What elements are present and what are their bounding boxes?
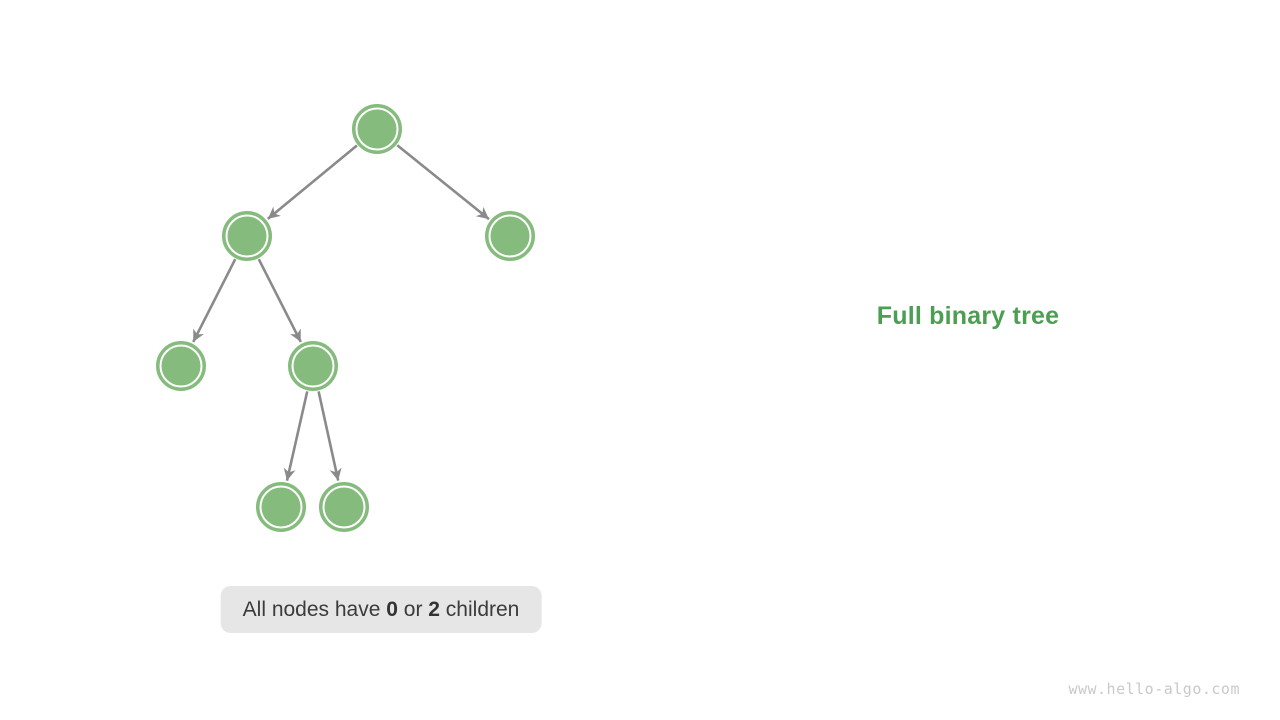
node-circle xyxy=(352,104,402,154)
tree-edge-root-r xyxy=(396,144,490,221)
node-circle xyxy=(156,341,206,391)
caption-text-2: or xyxy=(397,598,429,621)
tree-edge-lr-lrr xyxy=(317,391,342,481)
node-inner-ring xyxy=(291,344,335,388)
node-circle xyxy=(319,482,369,532)
node-inner-ring xyxy=(259,485,303,529)
node-inner-ring xyxy=(488,214,532,258)
node-inner-ring xyxy=(355,107,399,151)
tree-node-lrr xyxy=(319,482,369,532)
node-circle xyxy=(222,211,272,261)
node-circle xyxy=(485,211,535,261)
tree-edge-l-lr xyxy=(257,258,302,343)
caption-text-1: All nodes have xyxy=(242,598,387,621)
tree-node-r xyxy=(485,211,535,261)
tree-node-lrl xyxy=(256,482,306,532)
tree-node-root xyxy=(352,104,402,154)
node-circle xyxy=(288,341,338,391)
node-inner-ring xyxy=(225,214,269,258)
node-inner-ring xyxy=(322,485,366,529)
caption-bold-2: 2 xyxy=(428,598,440,621)
tree-edge-lr-lrl xyxy=(283,391,309,481)
tree-edge-l-ll xyxy=(192,258,237,343)
tree-node-lr xyxy=(288,341,338,391)
node-inner-ring xyxy=(159,344,203,388)
tree-edge-root-l xyxy=(267,144,358,220)
diagram-title: Full binary tree xyxy=(876,302,1060,330)
caption-text-3: children xyxy=(439,598,520,621)
watermark-url: www.hello-algo.com xyxy=(1068,680,1240,698)
caption-bold-0: 0 xyxy=(386,598,398,621)
tree-node-l xyxy=(222,211,272,261)
node-circle xyxy=(256,482,306,532)
caption-box: All nodes have 0 or 2 children xyxy=(220,586,542,633)
tree-node-ll xyxy=(156,341,206,391)
